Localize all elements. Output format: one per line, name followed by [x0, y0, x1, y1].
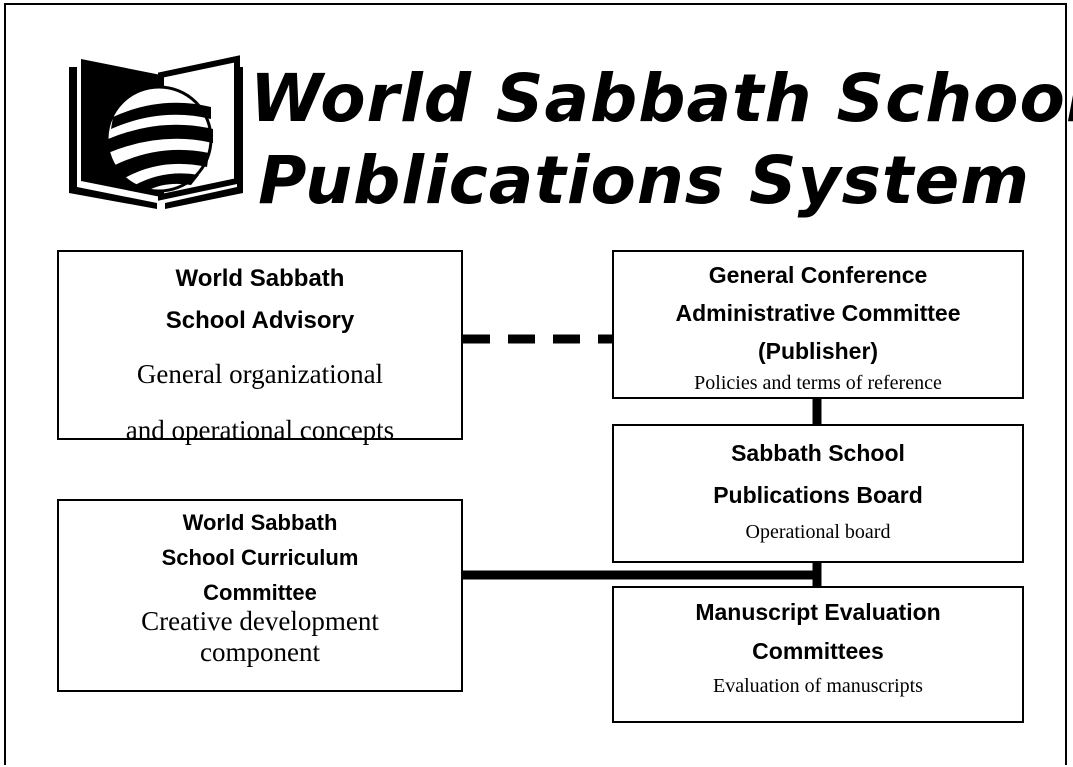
box-heading: (Publisher): [757, 338, 879, 364]
page-title: World Sabbath School Publications System: [250, 58, 1073, 222]
gc-admin-committee-box: General Conference Administrative Commit…: [612, 250, 1024, 399]
box-heading: Committees: [752, 638, 884, 664]
box-heading: Publications Board: [713, 482, 923, 508]
box-heading: School Advisory: [165, 307, 355, 334]
curriculum-committee-box: World Sabbath School Curriculum Committe…: [57, 499, 463, 692]
title-line-1: World Sabbath School: [250, 60, 1073, 137]
box-heading: Sabbath School: [731, 440, 905, 466]
slide-frame: [4, 3, 1067, 765]
box-description: component: [200, 637, 320, 667]
box-heading: Committee: [203, 580, 317, 605]
box-description: General organizational: [136, 359, 384, 389]
box-heading: Manuscript Evaluation: [695, 599, 941, 625]
box-description: Evaluation of manuscripts: [713, 675, 923, 697]
manuscript-evaluation-box: Manuscript Evaluation Committees Evaluat…: [612, 586, 1024, 723]
publications-board-box: Sabbath School Publications Board Operat…: [612, 424, 1024, 563]
box-description: and operational concepts: [125, 415, 395, 445]
box-description: Policies and terms of reference: [694, 372, 942, 394]
open-book-globe-logo: [69, 55, 243, 209]
box-description: Operational board: [745, 521, 891, 543]
box-heading: School Curriculum: [161, 545, 359, 570]
box-heading: General Conference: [708, 262, 928, 288]
advisory-box: World Sabbath School Advisory General or…: [57, 250, 463, 445]
box-heading: World Sabbath: [182, 510, 338, 535]
title-line-2: Publications System: [258, 142, 1030, 219]
box-heading: Administrative Committee: [675, 300, 961, 326]
box-description: Creative development: [141, 606, 379, 636]
box-heading: World Sabbath: [175, 265, 345, 292]
